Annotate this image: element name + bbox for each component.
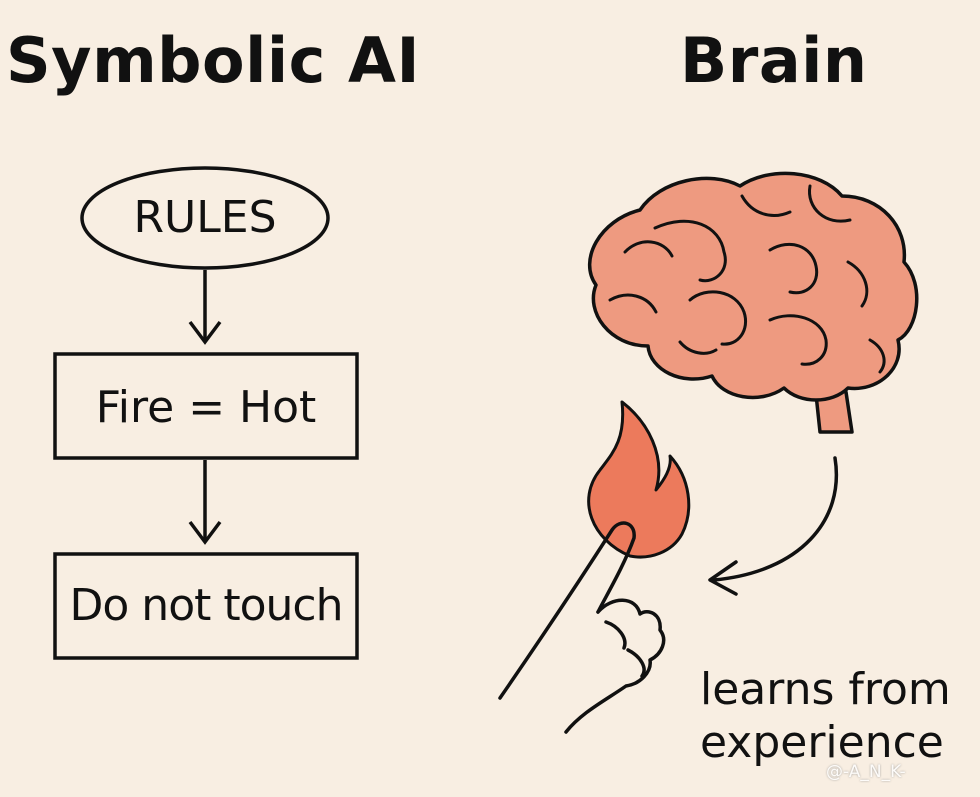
rules-label: RULES [133, 192, 277, 243]
watermark: @-A_N_K- [826, 762, 906, 782]
symbolic-ai-title: Symbolic AI [6, 24, 421, 97]
brain-title: Brain [680, 24, 868, 97]
do-not-touch-box [53, 552, 359, 660]
do-not-touch-label: Do not touch [69, 580, 344, 631]
fire-hot-box [53, 352, 359, 460]
rules-oval [80, 166, 330, 270]
arrow-1-head [188, 320, 222, 345]
learns-from-experience-caption: learns from experience [700, 664, 951, 768]
flame-icon [587, 400, 691, 559]
arrow-2-head [188, 520, 222, 545]
fire-hot-label: Fire = Hot [95, 382, 317, 433]
curved-arrow-head [708, 560, 738, 596]
hand-icon [498, 521, 666, 734]
brain-icon [588, 171, 919, 434]
curved-arrow [712, 456, 839, 582]
